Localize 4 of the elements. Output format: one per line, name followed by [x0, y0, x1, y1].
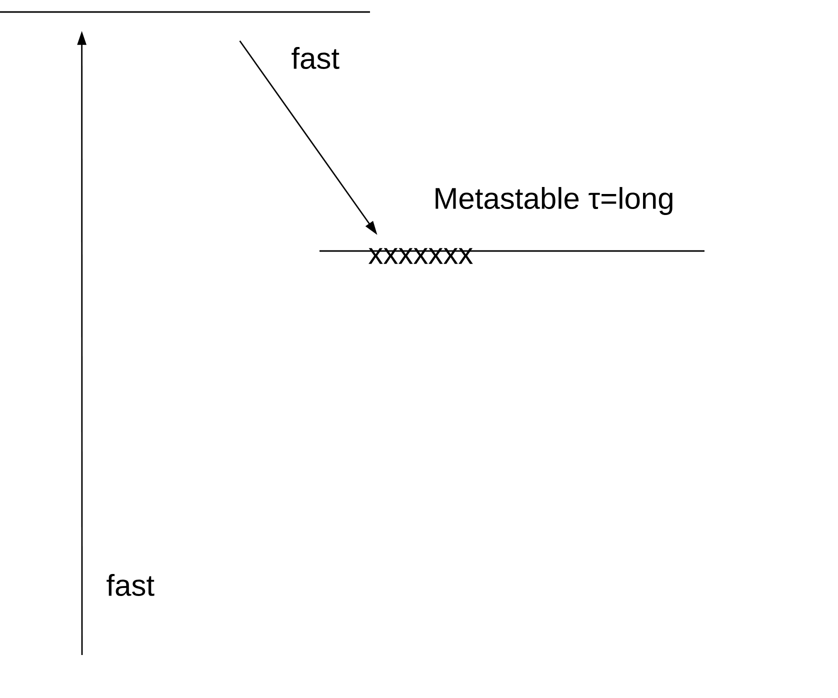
edge-label: fast — [106, 574, 154, 596]
energy-level-line — [0, 11, 370, 13]
level-label: Metastable τ=long — [436, 187, 672, 215]
edge-label: fast — [292, 47, 340, 69]
